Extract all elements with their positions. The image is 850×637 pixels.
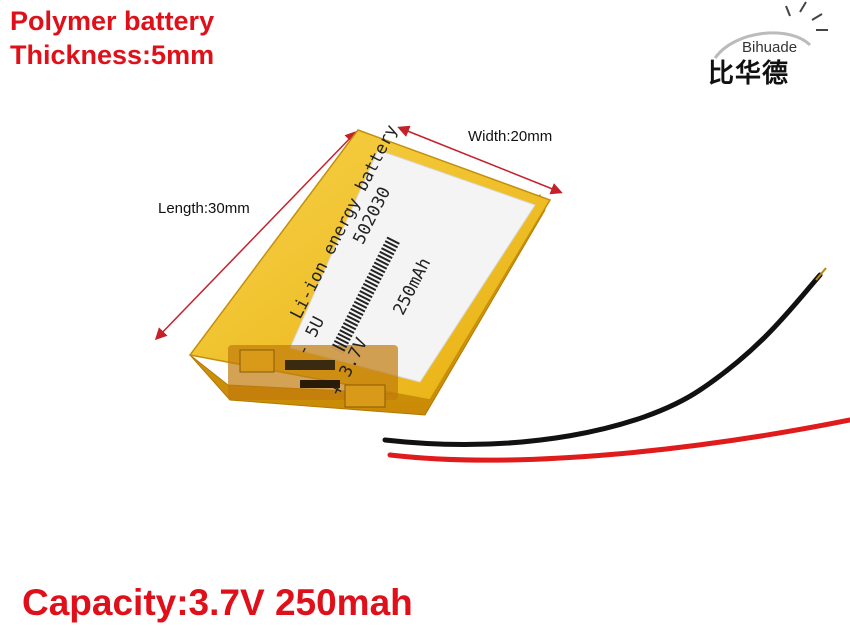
brand-logo-latin: Bihuade xyxy=(742,39,798,56)
length-arrow xyxy=(154,130,358,341)
width-label: Width:20mm xyxy=(468,128,553,145)
product-type-heading: Polymer battery xyxy=(10,6,215,36)
black-wire xyxy=(382,272,823,447)
logo-swoosh xyxy=(713,31,812,59)
thickness-heading: Thickness:5mm xyxy=(10,40,215,70)
logo-sparkle-icon xyxy=(785,1,828,31)
capacity-heading: Capacity:3.7V 250mah xyxy=(22,582,413,623)
barcode xyxy=(331,235,401,354)
red-wire xyxy=(387,417,850,463)
width-arrow xyxy=(397,125,563,195)
length-label: Length:30mm xyxy=(158,200,250,217)
brand-logo-cjk: 比华德 xyxy=(708,58,790,88)
